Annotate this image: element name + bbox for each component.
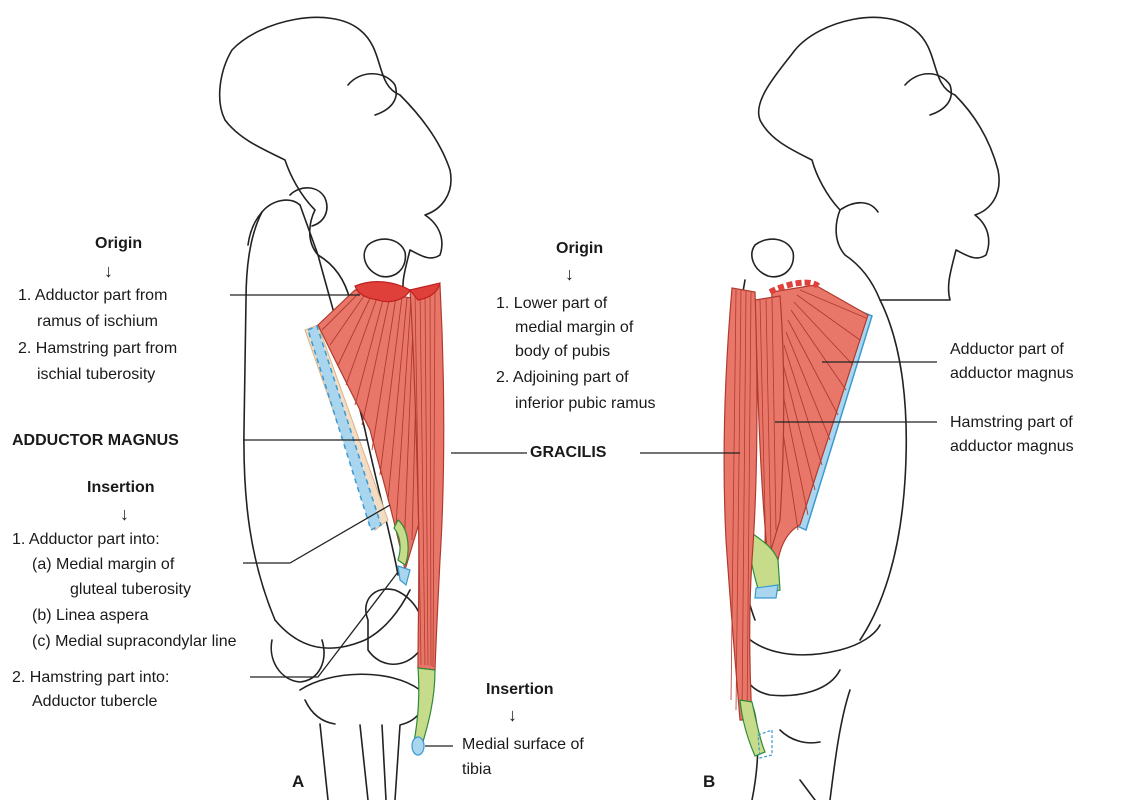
insertion-item-a-7: Adductor tubercle [32,690,157,713]
adductor-part-label-2: adductor magnus [950,362,1074,385]
origin-item-a-4: ischial tuberosity [37,363,155,386]
origin-heading-center: Origin [556,237,603,260]
insertion-heading-a: Insertion [87,476,155,499]
figure-a-muscles [305,282,444,755]
origin-item-a-2: ramus of ischium [37,310,158,333]
origin-item-a-1: 1. Adductor part from [18,284,167,307]
down-arrow-icon: ↓ [565,265,574,283]
adductor-magnus-label: ADDUCTOR MAGNUS [12,429,179,452]
insertion-item-center-2: tibia [462,758,491,781]
origin-heading-a: Origin [95,232,142,255]
origin-item-a-3: 2. Hamstring part from [18,337,177,360]
insertion-item-a-4: (b) Linea aspera [32,604,149,627]
adductor-part-label-1: Adductor part of [950,338,1064,361]
down-arrow-icon: ↓ [104,262,113,280]
insertion-item-center-1: Medial surface of [462,733,584,756]
hamstring-part-label-1: Hamstring part of [950,411,1073,434]
gracilis-label: GRACILIS [530,441,606,464]
insertion-heading-center: Insertion [486,678,554,701]
origin-item-center-2: medial margin of [515,316,633,339]
hamstring-part-label-2: adductor magnus [950,435,1074,458]
down-arrow-icon: ↓ [120,505,129,523]
panel-label-b: B [703,772,715,792]
insertion-item-a-6: 2. Hamstring part into: [12,666,169,689]
insertion-item-a-3: gluteal tuberosity [70,578,191,601]
insertion-item-a-2: (a) Medial margin of [32,553,174,576]
down-arrow-icon: ↓ [508,706,517,724]
origin-item-center-4: 2. Adjoining part of [496,366,629,389]
origin-item-center-3: body of pubis [515,340,610,363]
insertion-item-a-5: (c) Medial supracondylar line [32,630,237,653]
origin-item-center-1: 1. Lower part of [496,292,607,315]
figure-b-muscles [724,283,872,758]
panel-label-a: A [292,772,304,792]
insertion-item-a-1: 1. Adductor part into: [12,528,160,551]
origin-item-center-5: inferior pubic ramus [515,392,656,415]
